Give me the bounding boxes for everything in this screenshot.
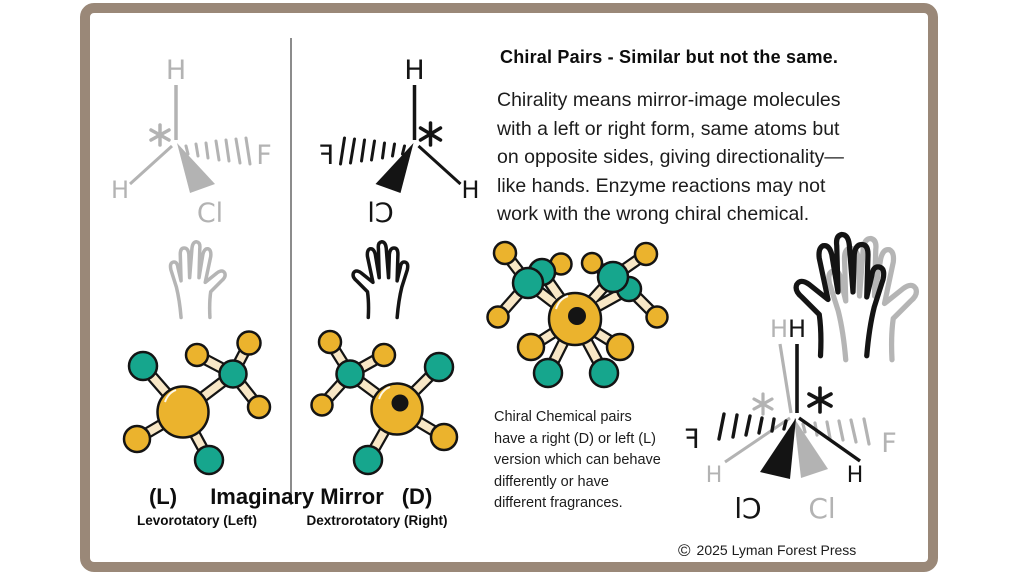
dextrorotatory-sublabel: Dextrorotatory (Right) (306, 513, 448, 528)
chiral-center-asterisk-icon (752, 392, 774, 416)
molecule-overlay-model (486, 240, 669, 389)
chiral-dot (568, 307, 586, 325)
imaginary-mirror-line (290, 38, 292, 505)
levo-f-label: F (256, 140, 272, 171)
overlay-gray-solid-wedge (794, 418, 828, 478)
copyright-line: © 2025 Lyman Forest Press (678, 541, 856, 561)
levo-left-h-label: H (111, 176, 129, 204)
intro-line: on opposite sides, giving directionality… (497, 146, 844, 168)
caption-line: differently or have (494, 473, 609, 490)
chiral-center-asterisk-icon (418, 121, 443, 147)
levo-cl-label: Cl (197, 198, 223, 229)
l-label: (L) (148, 484, 178, 509)
page-title: Chiral Pairs - Similar but not the same. (500, 47, 839, 67)
levo-wedge-structure: H F Cl H (111, 55, 272, 229)
intro-line: like hands. Enzyme reactions may not (497, 174, 826, 197)
overlay-black-hash-wedge (717, 412, 788, 441)
overlay-gray-side-h: H (706, 463, 723, 488)
levo-top-h-label: H (166, 55, 186, 86)
intro-line: with a left or right form, same atoms bu… (497, 117, 840, 140)
caption-line: different fragrances. (494, 495, 623, 511)
dextro-f-label: F (319, 140, 335, 171)
overlay-gray-f: F (881, 428, 897, 459)
caption-line: Chiral Chemical pairs (494, 409, 632, 425)
caption-paragraph: Chiral Chemical pairs have a right (D) o… (494, 407, 684, 515)
overlay-black-cl-mirrored: Cl (734, 492, 761, 525)
chiral-center-asterisk-icon (149, 123, 171, 147)
atom-spheres (486, 240, 669, 389)
atom-spheres (310, 329, 459, 476)
chiral-structures-drawing: H F Cl H H (111, 55, 480, 229)
left-hand-icon (168, 240, 227, 320)
copyright-text: 2025 Lyman Forest Press (696, 542, 857, 558)
right-hand-icon (351, 240, 410, 320)
levo-solid-wedge (177, 143, 215, 193)
overlay-gray-cl: Cl (808, 492, 835, 525)
small-hands-drawing (168, 240, 410, 320)
intro-line: work with the wrong chiral chemical. (497, 203, 810, 225)
chiral-dot (391, 394, 409, 412)
overlay-structure-drawing: H F Cl H H (684, 315, 897, 525)
levorotatory-sublabel: Levorotatory (Left) (136, 513, 258, 528)
intro-line: Chirality means mirror-image molecules (497, 89, 841, 111)
overlay-black-top-h: H (788, 315, 806, 343)
dextro-top-h-label: H (404, 55, 424, 86)
overlay-black-f-mirrored: F (684, 424, 700, 455)
imaginary-mirror-label: Imaginary Mirror (210, 484, 384, 509)
overlay-black-side-h: H (847, 463, 864, 488)
overlay-black-structure: H F Cl H (684, 315, 863, 525)
molecule-l-model (122, 330, 272, 476)
caption-line: version which can behave (494, 452, 661, 468)
intro-paragraph: Chirality means mirror-image molecules w… (497, 86, 917, 229)
overlay-black-solid-wedge (760, 418, 796, 479)
dextro-right-h-label: H (461, 176, 479, 204)
atom-spheres (122, 330, 272, 476)
overlay-gray-top-h: H (770, 315, 788, 343)
levo-hash-wedge (184, 136, 252, 166)
overlay-gray-structure: H F Cl H (706, 315, 897, 525)
dextro-cl-label: Cl (367, 198, 393, 229)
dextro-hash-wedge (339, 136, 406, 166)
copyright-icon: © (678, 541, 691, 560)
dextro-solid-wedge (375, 143, 414, 193)
dextro-wedge-structure: H F Cl H (319, 55, 480, 229)
chiral-center-asterisk-icon (807, 386, 833, 414)
molecule-d-model (310, 329, 459, 476)
d-label: (D) (401, 484, 433, 509)
caption-line: have a right (D) or left (L) (494, 430, 656, 447)
overlay-gray-hash-wedge (801, 417, 871, 446)
